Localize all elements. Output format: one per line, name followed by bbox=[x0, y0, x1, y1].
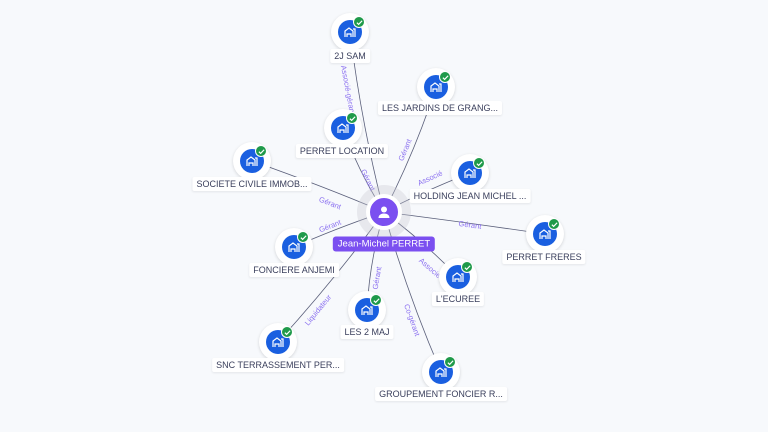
person-node[interactable] bbox=[366, 194, 402, 230]
company-label[interactable]: PERRET FRERES bbox=[502, 250, 586, 264]
edge bbox=[383, 211, 442, 373]
company-label[interactable]: FONCIERE ANJEMI bbox=[249, 263, 339, 277]
building-icon bbox=[240, 149, 264, 173]
verified-check-icon bbox=[353, 16, 365, 28]
company-label[interactable]: LES JARDINS DE GRANG... bbox=[377, 101, 503, 115]
company-label[interactable]: SNC TERRASSEMENT PER... bbox=[212, 358, 344, 372]
company-label[interactable]: L'ECUREE bbox=[431, 292, 485, 306]
verified-check-icon bbox=[439, 71, 451, 83]
person-name[interactable]: Jean-Michel PERRET bbox=[332, 236, 436, 252]
company-label[interactable]: PERRET LOCATION bbox=[295, 144, 389, 158]
company-label[interactable]: 2J SAM bbox=[330, 49, 370, 63]
company-label[interactable]: SOCIETE CIVILE IMMOB... bbox=[192, 177, 312, 191]
verified-check-icon bbox=[548, 218, 560, 230]
verified-check-icon bbox=[255, 145, 267, 157]
verified-check-icon bbox=[461, 261, 473, 273]
company-label[interactable]: GROUPEMENT FONCIER R... bbox=[375, 387, 507, 401]
verified-check-icon bbox=[473, 157, 485, 169]
verified-check-icon bbox=[297, 231, 309, 243]
company-label[interactable]: HOLDING JEAN MICHEL ... bbox=[409, 189, 531, 203]
verified-check-icon bbox=[444, 356, 456, 368]
company-label[interactable]: LES 2 MAJ bbox=[340, 325, 394, 339]
verified-check-icon bbox=[370, 294, 382, 306]
verified-check-icon bbox=[346, 112, 358, 124]
person-icon bbox=[378, 206, 390, 218]
verified-check-icon bbox=[281, 326, 293, 338]
